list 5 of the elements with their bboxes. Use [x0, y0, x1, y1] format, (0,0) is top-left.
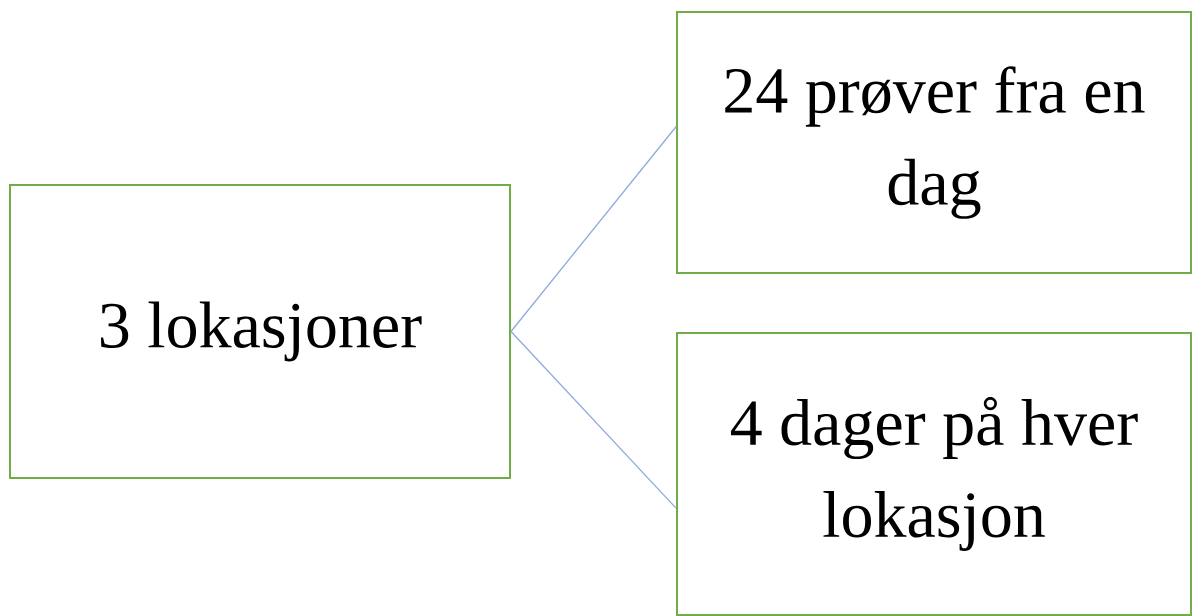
- connector-line: [510, 330, 677, 509]
- text-box: 4 dager på hver lokasjon: [676, 332, 1192, 616]
- text-box: 3 lokasjoner: [9, 184, 511, 479]
- connector-line: [510, 126, 677, 333]
- text-box: 24 prøver fra en dag: [676, 11, 1192, 274]
